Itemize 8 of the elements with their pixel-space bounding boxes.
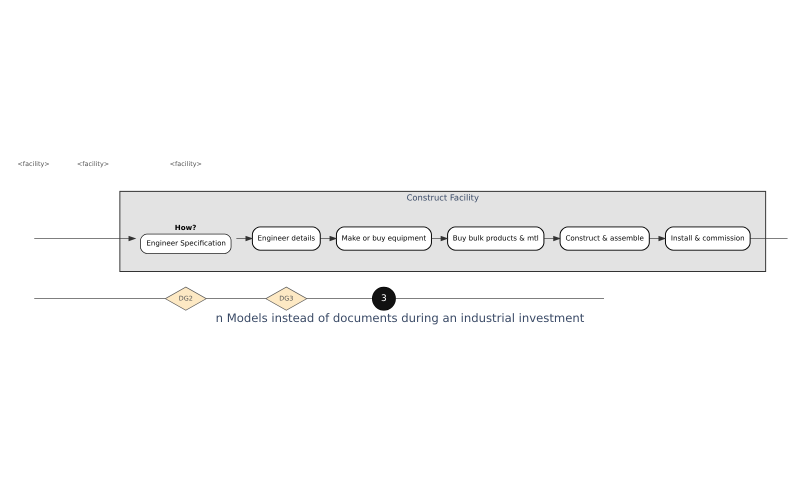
arrow — [544, 235, 561, 241]
arrow — [34, 235, 136, 241]
node-circle: 3 — [372, 286, 396, 310]
caption: n Models instead of documents during an industrial investment — [216, 310, 584, 325]
arrow — [431, 235, 448, 241]
arrow — [236, 235, 254, 241]
arrow — [649, 235, 666, 241]
arrow — [320, 235, 338, 241]
